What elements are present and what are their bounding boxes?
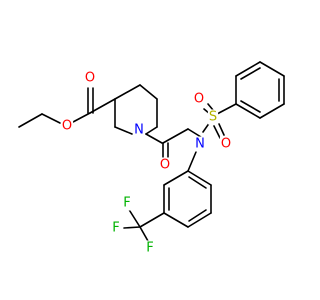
bond-lines bbox=[18, 61, 285, 242]
ester-carbonyl-oxygen: O bbox=[85, 71, 95, 86]
amide-oxygen: O bbox=[160, 158, 170, 173]
atom-label-background bbox=[192, 91, 206, 107]
fluorine-bottom: F bbox=[146, 241, 153, 256]
sulfonyl-oxygen-top: O bbox=[194, 92, 204, 107]
atom-label-background bbox=[83, 70, 97, 86]
atom-label-background bbox=[219, 136, 233, 152]
atom-label-background bbox=[194, 136, 206, 152]
molecule-structure: O O N O N S O O F F F bbox=[18, 61, 285, 256]
atom-label-background bbox=[111, 220, 121, 236]
atom-label-background bbox=[158, 157, 172, 173]
fluorine-left: F bbox=[112, 221, 119, 236]
atom-label-background bbox=[133, 122, 145, 138]
atom-label-background bbox=[145, 240, 155, 256]
piperidine-nitrogen: N bbox=[134, 123, 144, 138]
sulfonamide-nitrogen: N bbox=[195, 137, 205, 152]
atom-label-background bbox=[207, 109, 219, 125]
sulfonyl-sulfur: S bbox=[209, 110, 217, 125]
ester-ether-oxygen: O bbox=[62, 119, 72, 134]
atom-label-background bbox=[60, 118, 74, 134]
atom-label-background bbox=[122, 195, 132, 211]
fluorine-top: F bbox=[123, 196, 130, 211]
sulfonyl-oxygen-bottom: O bbox=[221, 137, 231, 152]
atom-labels: O O N O N S O O F F F bbox=[60, 70, 233, 256]
